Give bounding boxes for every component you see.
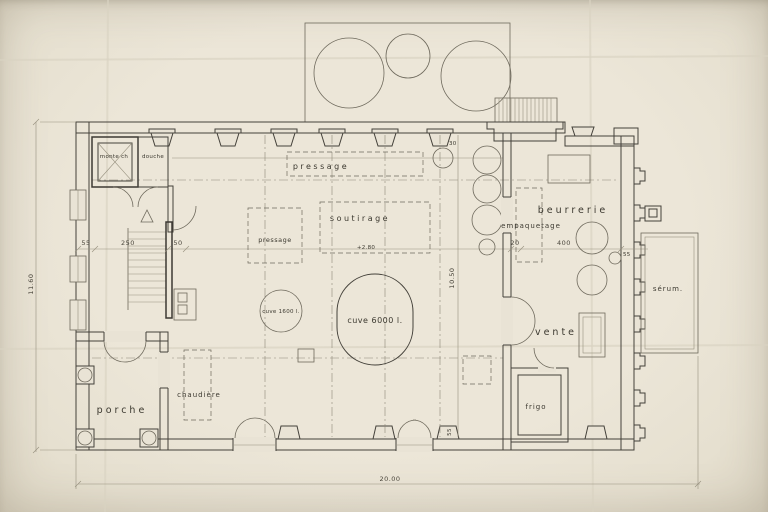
equipment-circle xyxy=(432,147,454,169)
room-label-douche: douche xyxy=(142,154,164,160)
vat-circle-middle xyxy=(385,33,431,79)
door-arc xyxy=(103,340,126,363)
churn-circle xyxy=(575,221,609,255)
door-arc xyxy=(510,296,536,322)
exterior-stairs xyxy=(486,97,564,142)
vat-circle-right xyxy=(440,40,512,112)
direction-arrow xyxy=(140,209,154,223)
room-label-frigo: frigo xyxy=(525,403,546,411)
vat-circle-left xyxy=(313,37,385,109)
hall-equipment: pressage soutirage +2.80 pressage cuve 1… xyxy=(247,141,503,385)
dim-plan-height: 11.60 xyxy=(27,273,35,294)
dim-left-55: 55 xyxy=(81,239,90,247)
door-arc xyxy=(137,186,159,208)
dim-30: 30 xyxy=(449,141,457,147)
dimension-lines: 11.60 20.00 10.50 55 250 50 20 400 xyxy=(27,118,702,489)
room-label-chaudiere: chaudière xyxy=(177,391,221,399)
equipment-circle xyxy=(472,145,502,175)
dim-right-20: 20 xyxy=(510,239,519,247)
equipment-circle xyxy=(471,204,503,236)
label-cuve-6000: cuve 6000 l. xyxy=(347,316,402,325)
dim-right-400: 400 xyxy=(557,239,571,247)
table xyxy=(547,154,591,184)
frigo-room: frigo xyxy=(510,347,569,443)
pilasters-bottom: 55 xyxy=(277,425,608,440)
churn-circle xyxy=(608,251,622,265)
porch-column xyxy=(75,428,95,448)
porch: porche xyxy=(75,331,170,451)
pressage-zone xyxy=(286,151,424,177)
dim-hall-depth: 10.50 xyxy=(448,267,456,288)
dividing-wall xyxy=(501,132,536,451)
fixture xyxy=(173,288,197,321)
fixture xyxy=(297,348,315,363)
door-arc xyxy=(124,340,147,363)
entrance-pier xyxy=(486,121,564,142)
bottom-doors xyxy=(232,417,434,452)
porch-column xyxy=(139,428,159,448)
stair-wall xyxy=(165,221,173,319)
room-label-vente: vente xyxy=(535,327,577,338)
room-label-beurrerie: beurrerie xyxy=(538,205,609,216)
dim-plan-width: 20.00 xyxy=(379,475,400,483)
axis-lines xyxy=(78,135,648,437)
counter xyxy=(578,312,606,358)
door-arc xyxy=(533,347,555,369)
empaquetage-zone xyxy=(515,187,543,263)
dim-left-50: 50 xyxy=(173,239,182,247)
equipment-circle xyxy=(478,238,496,256)
pilasters-right: 55 xyxy=(623,167,662,442)
room-label-pressage-small: pressage xyxy=(258,236,292,244)
room-label-soutirage: soutirage xyxy=(330,214,390,223)
dim-left-250: 250 xyxy=(121,239,135,247)
fixture-dashed xyxy=(462,355,492,385)
dim-pilaster-55: 55 xyxy=(447,428,453,436)
cuve-6000 xyxy=(336,273,414,366)
room-label-empaquetage: empaquetage xyxy=(501,222,561,230)
level-mark: +2.80 xyxy=(357,245,376,251)
left-wall-windows xyxy=(69,189,87,331)
label-cuve-1600: cuve 1600 l. xyxy=(262,309,300,315)
stair-block: monte ch douche xyxy=(91,136,197,321)
vente-room: vente xyxy=(535,312,606,358)
soutirage-zone xyxy=(319,201,431,254)
door-arc xyxy=(112,186,134,208)
top-annex xyxy=(304,22,512,123)
door-arc xyxy=(510,320,536,346)
room-label-serum: sérum. xyxy=(653,285,683,293)
corner-pier xyxy=(613,127,639,145)
room-label-porche: porche xyxy=(97,405,148,416)
door-arc xyxy=(171,205,197,231)
equipment-circle xyxy=(472,174,502,204)
wall-fixture-box xyxy=(644,205,662,222)
room-label-pressage-top: pressage xyxy=(293,162,349,171)
porch-column xyxy=(75,365,95,385)
douche-room xyxy=(137,136,169,188)
cuve-1600 xyxy=(259,289,303,333)
pressage-small-zone xyxy=(247,207,303,264)
dim-wall-55: 55 xyxy=(623,252,631,258)
beurrerie-room: beurrerie empaquetage xyxy=(501,154,622,296)
boiler xyxy=(183,349,212,421)
churn-circle xyxy=(576,264,608,296)
room-label-monte-charge: monte ch xyxy=(100,154,129,160)
serum-annex: sérum. xyxy=(640,232,699,354)
chaudiere-room: chaudière xyxy=(177,349,221,421)
